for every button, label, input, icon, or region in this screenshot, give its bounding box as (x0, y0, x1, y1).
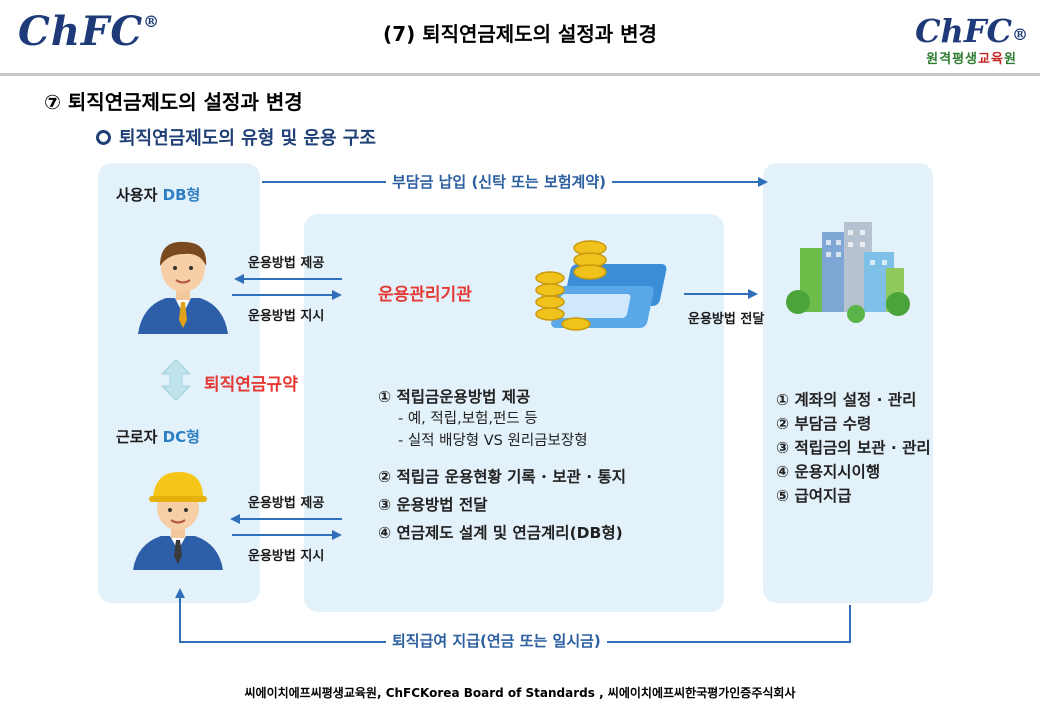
employer-label: 사용자 DB형 (116, 184, 200, 205)
manager-item: ② 적립금 운용현황 기록 · 보관 · 통지 (378, 468, 627, 486)
employer-instruct-label: 운용방법 지시 (248, 309, 325, 324)
employer-person-icon (138, 241, 228, 334)
asset-duties-list: ① 계좌의 설정 · 관리 ② 부담금 수령 ③ 적립금의 보관 · 관리 ④ … (776, 388, 936, 508)
employee-label-text: 근로자 (116, 428, 158, 446)
top-flow-label: 부담금 납입 (신탁 또는 보험계약) (386, 171, 613, 192)
manager-item: ③ 운용방법 전달 (378, 496, 488, 514)
chfc-logo-right: ChFC® 원격평생교육원 (915, 14, 1028, 67)
header-divider (0, 73, 1040, 76)
asset-item: ⑤ 급여지급 (776, 487, 852, 505)
transfer-label: 운용방법 전달 (688, 312, 765, 327)
employee-label: 근로자 DC형 (116, 426, 200, 447)
diagram-title-text: 퇴직연금제도의 유형 및 운용 구조 (119, 128, 376, 149)
asset-item: ③ 적립금의 보관 · 관리 (776, 439, 931, 457)
employer-type: DB형 (162, 186, 201, 204)
manager-subitem: - 실적 배당형 VS 원리금보장형 (398, 433, 588, 449)
right-logo-sub-2: 교육 (978, 52, 1004, 67)
footer-copyright: 씨에이치에프씨평생교육원, ChFCKorea Board of Standar… (244, 686, 796, 700)
asset-item: ④ 운용지시이행 (776, 463, 881, 481)
manager-duties-list: ① 적립금운용방법 제공 - 예, 적립,보험,펀드 등 - 실적 배당형 VS… (378, 386, 718, 544)
manager-item: ① 적립금운용방법 제공 (378, 388, 531, 406)
bullet-ring-icon (96, 129, 111, 145)
diagram-title: 퇴직연금제도의 유형 및 운용 구조 (96, 124, 376, 150)
logo-registered-mark: ® (143, 12, 161, 31)
employee-instruct-label: 운용방법 지시 (248, 549, 325, 564)
right-logo-sub-1: 원격평생 (926, 52, 979, 67)
right-logo-sub-3: 원 (1003, 52, 1017, 67)
employee-type: DC형 (162, 428, 200, 446)
right-logo-subtitle: 원격평생교육원 (915, 48, 1028, 67)
logo-text: ChFC (18, 8, 144, 55)
money-coins-icon (535, 240, 667, 331)
employee-person-icon (133, 472, 223, 570)
employer-provide-label: 운용방법 제공 (248, 256, 325, 271)
bottom-flow-label: 퇴직급여 지급(연금 또는 일시금) (386, 630, 607, 651)
chfc-logo-left: ChFC® (18, 8, 160, 55)
manager-subitem: - 예, 적립,보험,펀드 등 (398, 411, 538, 427)
header-title: (7) 퇴직연금제도의 설정과 변경 (383, 22, 657, 46)
manager-label: 운용관리기관 (378, 285, 472, 305)
buildings-icon (786, 222, 910, 323)
right-logo-text: ChFC (915, 12, 1012, 50)
pension-rule-label: 퇴직연금규약 (204, 375, 298, 395)
employer-label-text: 사용자 (116, 186, 158, 204)
right-logo-registered-mark: ® (1012, 25, 1028, 44)
asset-item: ② 부담금 수령 (776, 415, 872, 433)
double-arrow-icon (160, 359, 192, 401)
employee-provide-label: 운용방법 제공 (248, 496, 325, 511)
asset-item: ① 계좌의 설정 · 관리 (776, 391, 917, 409)
slide-title: ⑦ 퇴직연금제도의 설정과 변경 (44, 90, 303, 114)
manager-item: ④ 연금제도 설계 및 연금계리(DB형) (378, 524, 623, 542)
